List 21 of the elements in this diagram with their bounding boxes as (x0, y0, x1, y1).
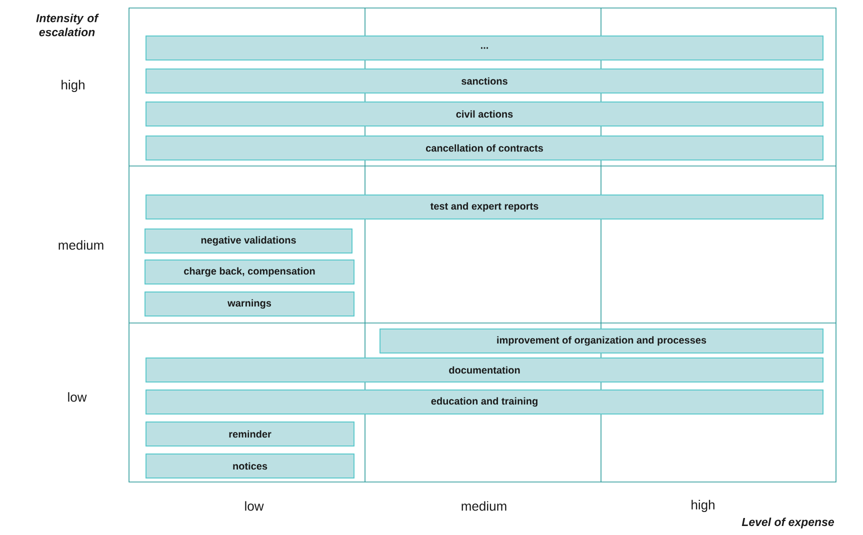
column-label: medium (462, 501, 506, 511)
column-label: low (245, 501, 264, 511)
bar: cancellation of contracts (146, 136, 824, 160)
bar: ... (146, 36, 824, 60)
column-label: high (692, 500, 714, 512)
bar: civil actions (146, 102, 824, 126)
bar: reminder (146, 421, 354, 446)
bar: documentation (146, 358, 824, 382)
axis-title: Intensity of escalation (36, 14, 99, 36)
axis-title: Level of expense (742, 518, 834, 528)
bar: notices (146, 453, 354, 478)
bar: negative validations (144, 228, 352, 254)
bar: test and expert reports (146, 194, 824, 220)
row-label: high (62, 80, 84, 92)
row-label: medium (58, 240, 104, 250)
bar: warnings (144, 292, 354, 316)
bar: sanctions (146, 68, 824, 94)
bar: charge back, compensation (144, 260, 354, 284)
bar: improvement of organization and processes (380, 328, 824, 354)
row-label: low (68, 392, 87, 402)
bar: education and training (146, 389, 824, 414)
